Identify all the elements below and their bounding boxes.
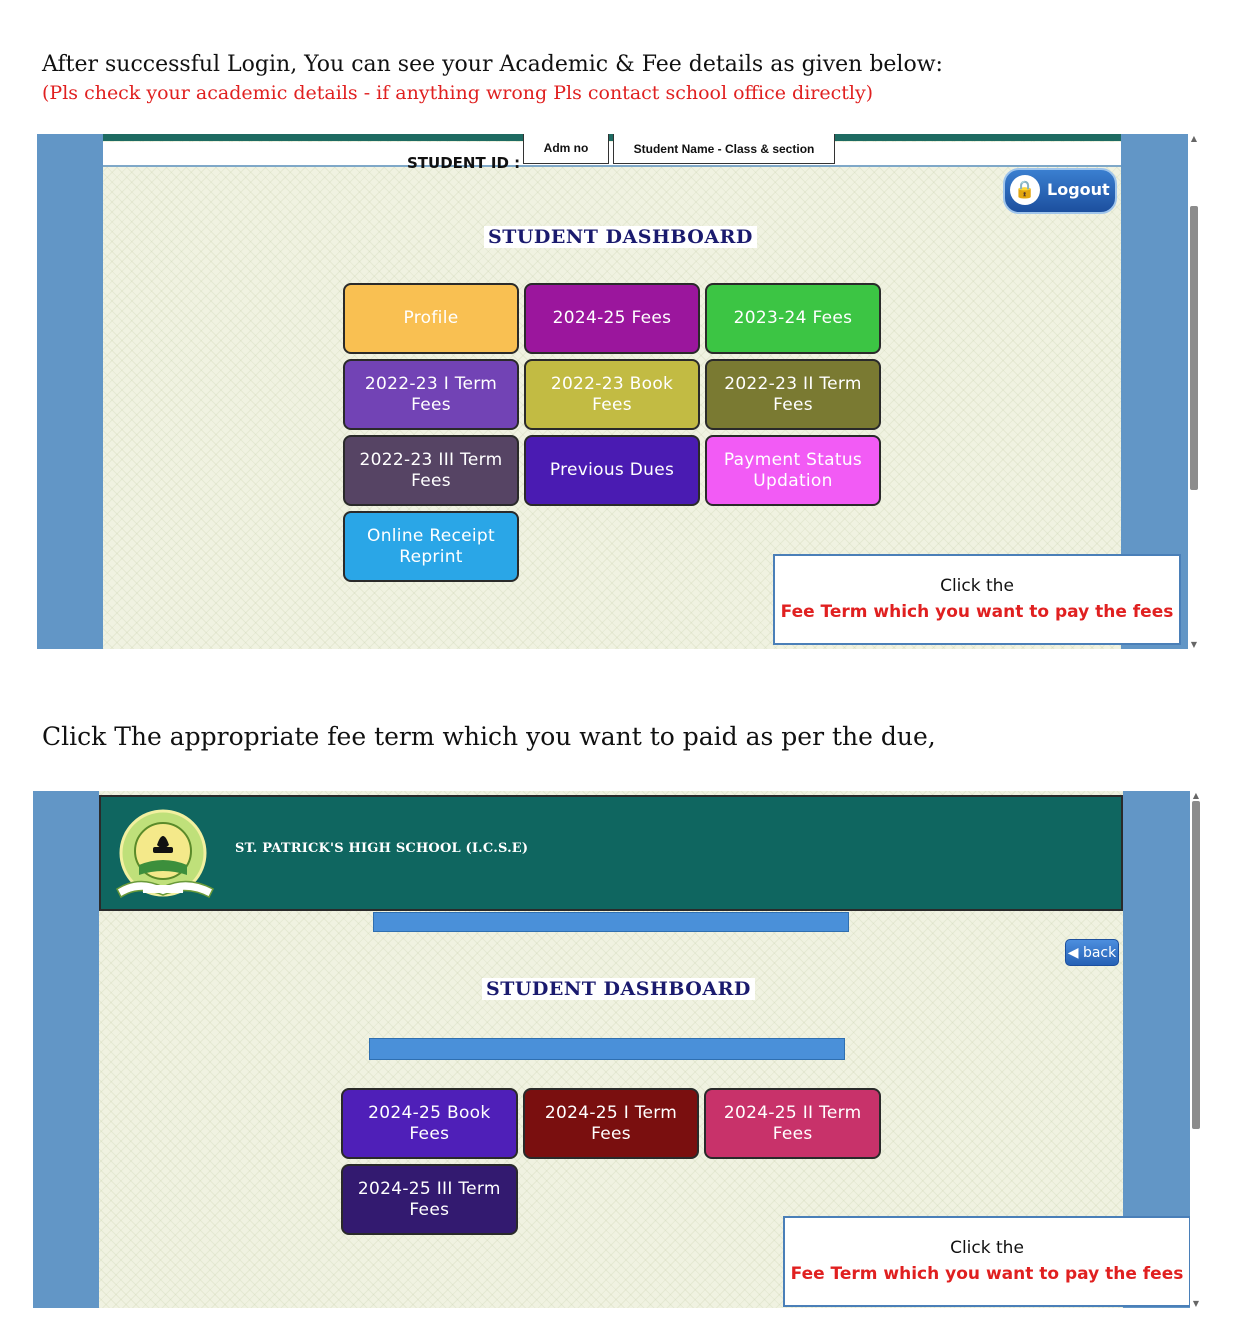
fee-tile-button[interactable]: 2024-25 III Term Fees bbox=[341, 1164, 518, 1235]
student-id-bar: STUDENT ID : bbox=[103, 142, 1121, 172]
fee-term-instruction: Click The appropriate fee term which you… bbox=[42, 722, 936, 751]
scroll-up-icon[interactable]: ▲ bbox=[1192, 791, 1200, 800]
note-line1: Click the bbox=[950, 1238, 1024, 1258]
fee-tile-button[interactable]: 2024-25 Fees bbox=[524, 283, 700, 354]
fee-tile-button[interactable]: Payment Status Updation bbox=[705, 435, 881, 506]
fee-tile-button[interactable]: Online Receipt Reprint bbox=[343, 511, 519, 582]
fee-tile-button[interactable]: 2023-24 Fees bbox=[705, 283, 881, 354]
header-subbar bbox=[373, 912, 849, 932]
adm-no-callout: Adm no bbox=[523, 134, 609, 164]
student-id-label: STUDENT ID : bbox=[407, 154, 521, 172]
instruction-note: Click the Fee Term which you want to pay… bbox=[783, 1216, 1191, 1307]
instruction-note: Click the Fee Term which you want to pay… bbox=[773, 554, 1181, 645]
fee-tile-button[interactable]: 2022-23 II Term Fees bbox=[705, 359, 881, 430]
fee-tile-button[interactable]: 2024-25 II Term Fees bbox=[704, 1088, 881, 1159]
scroll-thumb[interactable] bbox=[1190, 206, 1198, 490]
back-label: back bbox=[1082, 945, 1117, 961]
scroll-thumb[interactable] bbox=[1192, 801, 1200, 1129]
lock-icon: 🔒 bbox=[1010, 175, 1040, 205]
back-button[interactable]: ◀ back bbox=[1065, 939, 1119, 966]
note-line1: Click the bbox=[940, 576, 1014, 596]
note-line2: Fee Term which you want to pay the fees bbox=[780, 602, 1174, 622]
logout-button[interactable]: 🔒 Logout bbox=[1003, 168, 1117, 214]
fee-tile-button[interactable]: 2022-23 I Term Fees bbox=[343, 359, 519, 430]
scroll-down-icon[interactable]: ▼ bbox=[1192, 1299, 1200, 1308]
dashboard-page: STUDENT ID : Adm no Student Name - Class… bbox=[103, 134, 1181, 649]
student-name-callout: Student Name - Class & section bbox=[613, 134, 835, 164]
scroll-up-icon[interactable]: ▲ bbox=[1190, 134, 1198, 143]
fee-tile-button[interactable]: Previous Dues bbox=[524, 435, 700, 506]
intro-warning: (Pls check your academic details - if an… bbox=[42, 82, 874, 104]
fee-tile-button[interactable]: 2024-25 Book Fees bbox=[341, 1088, 518, 1159]
school-name: ST. PATRICK'S HIGH SCHOOL (I.C.S.E) bbox=[235, 841, 529, 856]
fee-tile-button[interactable]: 2022-23 Book Fees bbox=[524, 359, 700, 430]
fee-tile-button[interactable]: 2024-25 I Term Fees bbox=[522, 1088, 700, 1159]
info-strip bbox=[369, 1038, 845, 1060]
fee-term-screenshot: ST. PATRICK'S HIGH SCHOOL (I.C.S.E) ◀ ba… bbox=[33, 791, 1202, 1308]
scrollbar[interactable]: ▲ ▼ bbox=[1190, 791, 1202, 1308]
school-logo bbox=[116, 809, 214, 899]
intro-heading: After successful Login, You can see your… bbox=[42, 52, 943, 77]
note-line2: Fee Term which you want to pay the fees bbox=[790, 1264, 1184, 1284]
dashboard-screenshot: STUDENT ID : Adm no Student Name - Class… bbox=[37, 134, 1200, 649]
fee-tile-button[interactable]: 2022-23 III Term Fees bbox=[343, 435, 519, 506]
scroll-down-icon[interactable]: ▼ bbox=[1190, 640, 1198, 649]
school-header: ST. PATRICK'S HIGH SCHOOL (I.C.S.E) bbox=[99, 795, 1123, 911]
header-band bbox=[103, 134, 1121, 141]
dashboard-title: STUDENT DASHBOARD bbox=[482, 978, 755, 1000]
logout-label: Logout bbox=[1047, 180, 1110, 199]
dashboard-title: STUDENT DASHBOARD bbox=[484, 226, 757, 248]
scrollbar[interactable]: ▲ ▼ bbox=[1188, 134, 1200, 649]
fee-tile-button[interactable]: Profile bbox=[343, 283, 519, 354]
fee-term-page: ST. PATRICK'S HIGH SCHOOL (I.C.S.E) ◀ ba… bbox=[99, 791, 1191, 1308]
back-arrow-icon: ◀ bbox=[1067, 945, 1079, 961]
